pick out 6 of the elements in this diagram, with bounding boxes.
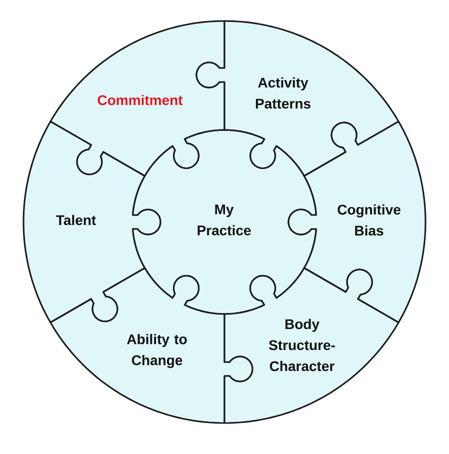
puzzle-piece: Ability to Change xyxy=(50,267,254,424)
puzzle-piece: Body Structure-Character xyxy=(224,267,400,424)
puzzle-piece: Commitment xyxy=(50,20,226,177)
puzzle-piece: Activity Patterns xyxy=(196,20,400,177)
puzzle-piece: Talent xyxy=(22,120,162,324)
puzzle-piece: My Practice xyxy=(132,129,318,315)
